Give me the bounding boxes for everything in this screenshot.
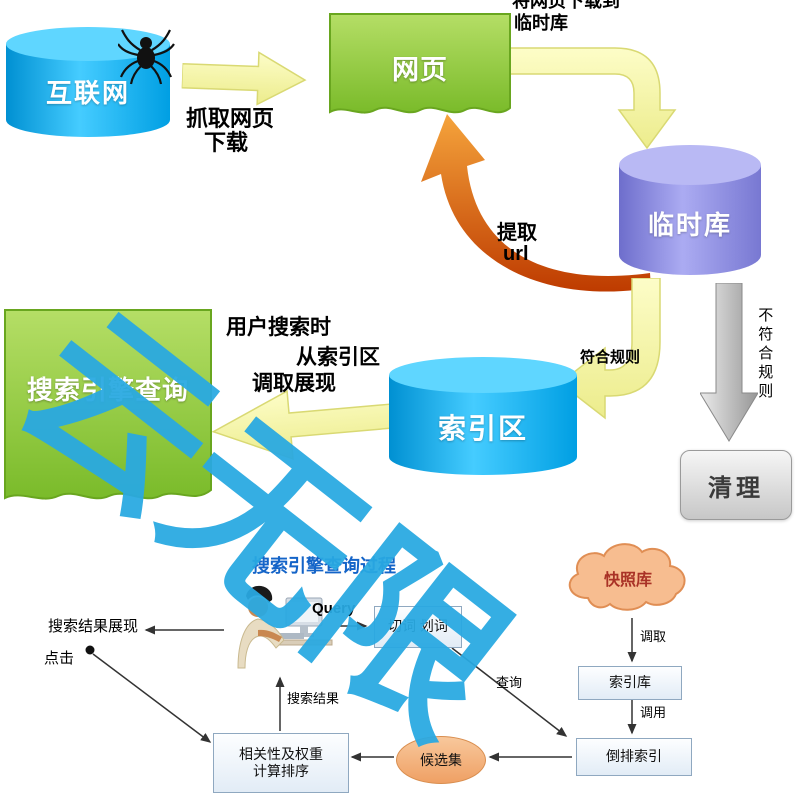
index-store-label: 索引库	[609, 674, 651, 691]
segment-box-label: 切词 划词	[388, 618, 448, 635]
person-at-computer-icon	[228, 584, 334, 674]
candidate-set-label: 候选集	[420, 752, 462, 768]
search-query-document: 搜索引擎查询	[3, 308, 213, 514]
internet-label: 互联网	[45, 78, 130, 109]
serve-label-line1: 用户搜索时	[226, 316, 331, 339]
call-label: 调用	[640, 705, 667, 720]
index-area-label: 索引区	[437, 413, 528, 445]
download-label-line2: 临时库	[514, 13, 568, 33]
cleanup-box: 清理	[680, 450, 792, 520]
temp-library-label: 临时库	[647, 209, 732, 240]
serve-label-line2: 从索引区	[296, 346, 380, 369]
download-label-line1: 将网页下载到	[512, 0, 620, 11]
serve-label-line3: 调取展现	[252, 372, 336, 395]
crawl-label-line1: 抓取网页	[186, 106, 275, 131]
extract-label-line1: 提取	[497, 222, 537, 244]
inverted-index-label: 倒排索引	[606, 748, 662, 765]
search-query-label: 搜索引擎查询	[26, 375, 189, 405]
connector-arrows	[0, 540, 800, 800]
candidate-set-ellipse: 候选集	[396, 736, 486, 784]
rule-match-label: 符合规则	[580, 349, 641, 366]
webpage-document: 网页	[328, 12, 512, 130]
query-label: Query	[312, 600, 356, 617]
click-label: 点击	[44, 650, 75, 667]
arrow-crawl-right	[180, 48, 309, 110]
snapshot-cloud: 快照库	[558, 536, 698, 616]
serp-label: 搜索结果展现	[48, 618, 139, 635]
rule-nomatch-label: 不符合规则	[756, 307, 774, 402]
inverted-index-box: 倒排索引	[576, 738, 692, 776]
arrow-nomatch-down	[699, 282, 759, 445]
cleanup-label: 清理	[708, 474, 764, 502]
bottom-title: 搜索引擎查询过程	[252, 556, 396, 576]
snapshot-cloud-label: 快照库	[603, 572, 652, 589]
webpage-label: 网页	[392, 55, 448, 85]
crawl-label-line2: 下载	[204, 130, 249, 155]
rank-box-line2: 计算排序	[253, 763, 309, 779]
index-area-cylinder: 索引区	[388, 356, 578, 478]
spider-icon	[117, 24, 176, 86]
fetch-label: 调取	[640, 629, 667, 644]
rank-box: 相关性及权重 计算排序	[213, 733, 349, 793]
arrow-download-elbow	[509, 42, 700, 154]
temp-library-cylinder: 临时库	[618, 143, 762, 277]
arrow-match-rule-elbow	[558, 277, 690, 433]
query-arrow-label: 查询	[496, 675, 523, 690]
index-store-box: 索引库	[578, 666, 682, 700]
segment-box: 切词 划词	[374, 606, 462, 648]
rank-box-line1: 相关性及权重	[239, 745, 323, 762]
arrow-serve-left	[205, 378, 397, 470]
extract-label-line2: url	[503, 243, 529, 265]
arrow-extract-url-swoosh	[415, 108, 670, 313]
result-label: 搜索结果	[287, 691, 340, 706]
